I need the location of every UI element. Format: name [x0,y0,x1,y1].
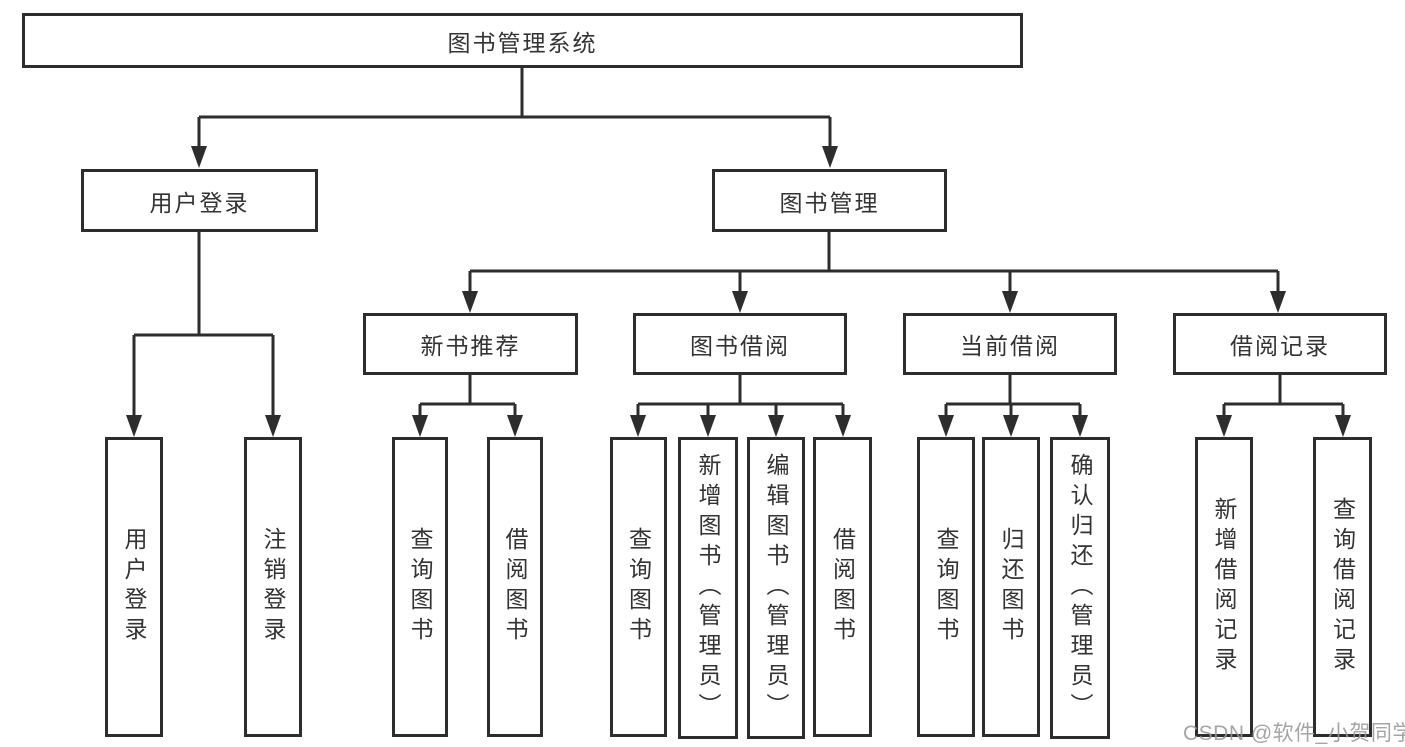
leaf-nbr-borrow-books: 借阅图书 [487,437,543,737]
leaf-bb-add-books-admin: 新增图书（管理员） [678,437,738,739]
leaf-bb-borrow-books: 借阅图书 [813,437,872,737]
node-root-label: 图书管理系统 [447,29,598,56]
leaf-user-login-label: 用户登录 [121,527,147,647]
node-book-borrowing-label: 图书借阅 [690,333,790,359]
leaf-bb-add-books-admin-label: 新增图书（管理员） [695,453,721,723]
leaf-bb-edit-books-admin: 编辑图书（管理员） [747,437,805,739]
node-book-management: 图书管理 [712,169,947,232]
node-current-borrowing: 当前借阅 [903,313,1117,375]
node-book-borrowing: 图书借阅 [633,313,847,375]
leaf-nbr-borrow-books-label: 借阅图书 [502,527,528,647]
leaf-cb-query-books-label: 查询图书 [933,527,959,647]
leaf-bb-borrow-books-label: 借阅图书 [829,527,856,647]
node-book-management-label: 图书管理 [779,189,880,216]
leaf-bb-edit-books-admin-label: 编辑图书（管理员） [763,453,789,723]
node-root: 图书管理系统 [22,13,1023,68]
leaf-nbr-query-books: 查询图书 [392,437,448,737]
leaf-logout: 注销登录 [244,437,302,737]
leaf-nbr-query-books-label: 查询图书 [407,527,433,647]
node-new-book-recommend-label: 新书推荐 [420,333,521,359]
leaf-user-login: 用户登录 [105,437,163,737]
node-new-book-recommend: 新书推荐 [363,313,578,375]
watermark: CSDN @软件_小贺同学 [1183,722,1405,745]
node-borrowing-records-label: 借阅记录 [1230,333,1330,359]
leaf-bb-query-books-label: 查询图书 [625,527,652,647]
leaf-br-add-record: 新增借阅记录 [1195,437,1253,737]
arrowhead-icons [126,146,1351,437]
leaf-bb-query-books: 查询图书 [610,437,667,737]
leaf-cb-query-books: 查询图书 [917,437,975,737]
leaf-br-add-record-label: 新增借阅记录 [1211,497,1237,677]
node-user-login-label: 用户登录 [149,189,250,216]
node-user-login: 用户登录 [81,169,318,232]
leaf-logout-label: 注销登录 [260,527,286,647]
leaf-br-query-record-label: 查询借阅记录 [1329,497,1356,677]
node-current-borrowing-label: 当前借阅 [960,333,1060,359]
leaf-cb-return-books: 归还图书 [982,437,1040,737]
leaf-cb-return-books-label: 归还图书 [998,527,1024,647]
leaf-cb-confirm-return-admin: 确认归还（管理员） [1050,437,1110,739]
leaf-cb-confirm-return-admin-label: 确认归还（管理员） [1067,453,1093,723]
leaf-br-query-record: 查询借阅记录 [1313,437,1372,737]
node-borrowing-records: 借阅记录 [1173,313,1387,375]
